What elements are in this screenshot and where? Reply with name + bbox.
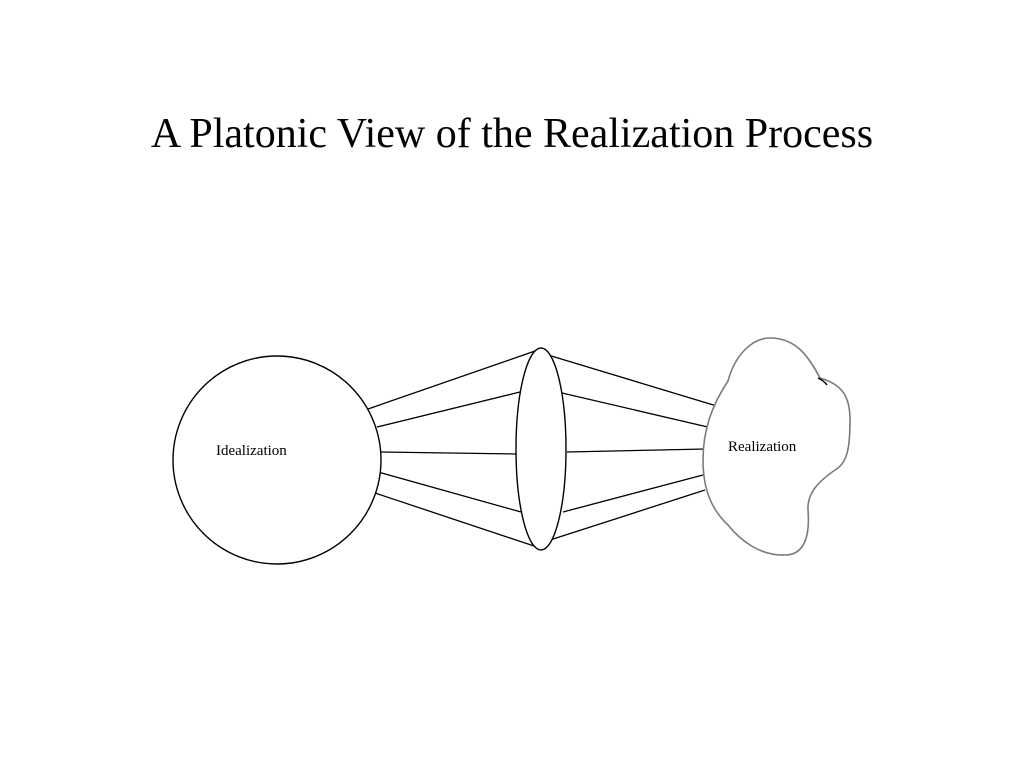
lens-to-realization-rays bbox=[547, 354, 721, 541]
realization-cloud-notch bbox=[817, 377, 828, 386]
ray-right-5 bbox=[549, 489, 706, 541]
ray-left-2 bbox=[376, 391, 521, 428]
idealization-circle bbox=[172, 355, 382, 565]
ray-left-4 bbox=[377, 471, 522, 513]
ray-left-1 bbox=[367, 350, 536, 410]
ray-left-5 bbox=[368, 490, 535, 547]
idealization-label: Idealization bbox=[216, 443, 287, 459]
ray-right-1 bbox=[547, 354, 721, 408]
slide-title: A Platonic View of the Realization Proce… bbox=[150, 111, 874, 157]
realization-label: Realization bbox=[728, 439, 797, 455]
idealization-to-lens-rays bbox=[367, 350, 536, 547]
ray-right-2 bbox=[561, 392, 713, 429]
lens-ellipse bbox=[515, 347, 567, 551]
ray-right-3 bbox=[566, 448, 707, 453]
ray-left-3 bbox=[380, 451, 517, 455]
ray-right-4 bbox=[562, 474, 704, 513]
realization-cloud bbox=[702, 337, 851, 556]
